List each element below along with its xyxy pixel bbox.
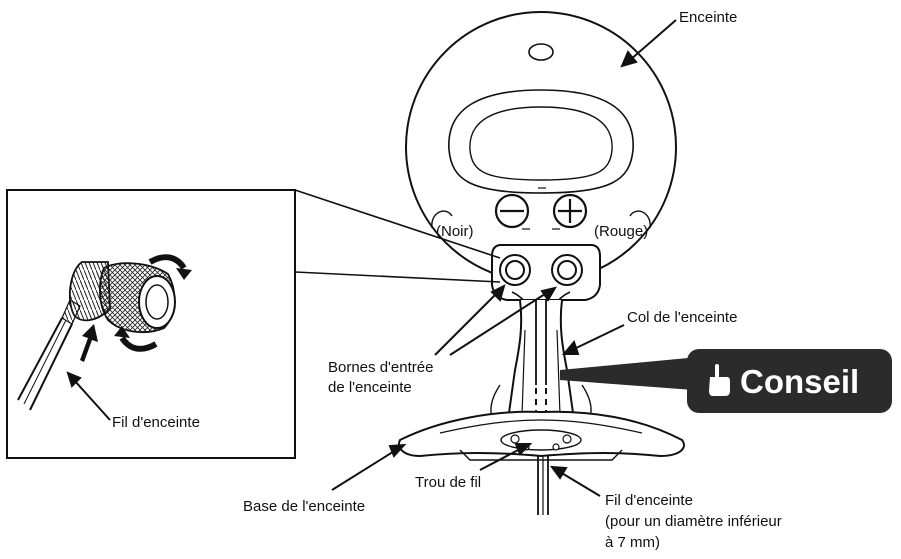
terminal-detail-inset [6,189,501,459]
rouge-label: (Rouge) [594,223,648,240]
base-label: Base de l'enceinte [243,498,365,515]
tip-label: Conseil [740,363,859,400]
neck-label: Col de l'enceinte [627,309,737,326]
rotate-arrow-bottom-icon [119,336,158,352]
terminals-label-line1: Bornes d'entrée [328,359,433,376]
speaker-base [398,410,685,461]
input-terminals [491,244,601,331]
insert-arrow-icon [80,324,98,362]
wire-hole-label: Trou de fil [415,474,481,491]
main-wire-label-line3: à 7 mm) [605,534,660,551]
speaker-sphere [405,11,677,283]
pointing-hand-icon [709,364,730,396]
noir-label: (Noir) [436,223,474,240]
main-wire-label-line1: Fil d'enceinte [605,492,693,509]
plus-terminal-symbol [552,193,588,229]
speaker-label: Enceinte [679,9,737,26]
inset-wire-label: Fil d'enceinte [112,414,200,431]
tip-callout: Conseil [560,349,892,413]
minus-terminal-symbol [494,193,530,229]
leader-lines [66,19,677,497]
terminals-label-line2: de l'enceinte [328,379,412,396]
rotate-arrow-top-icon [148,254,187,270]
main-wire-label-line2: (pour un diamètre inférieur [605,513,782,530]
